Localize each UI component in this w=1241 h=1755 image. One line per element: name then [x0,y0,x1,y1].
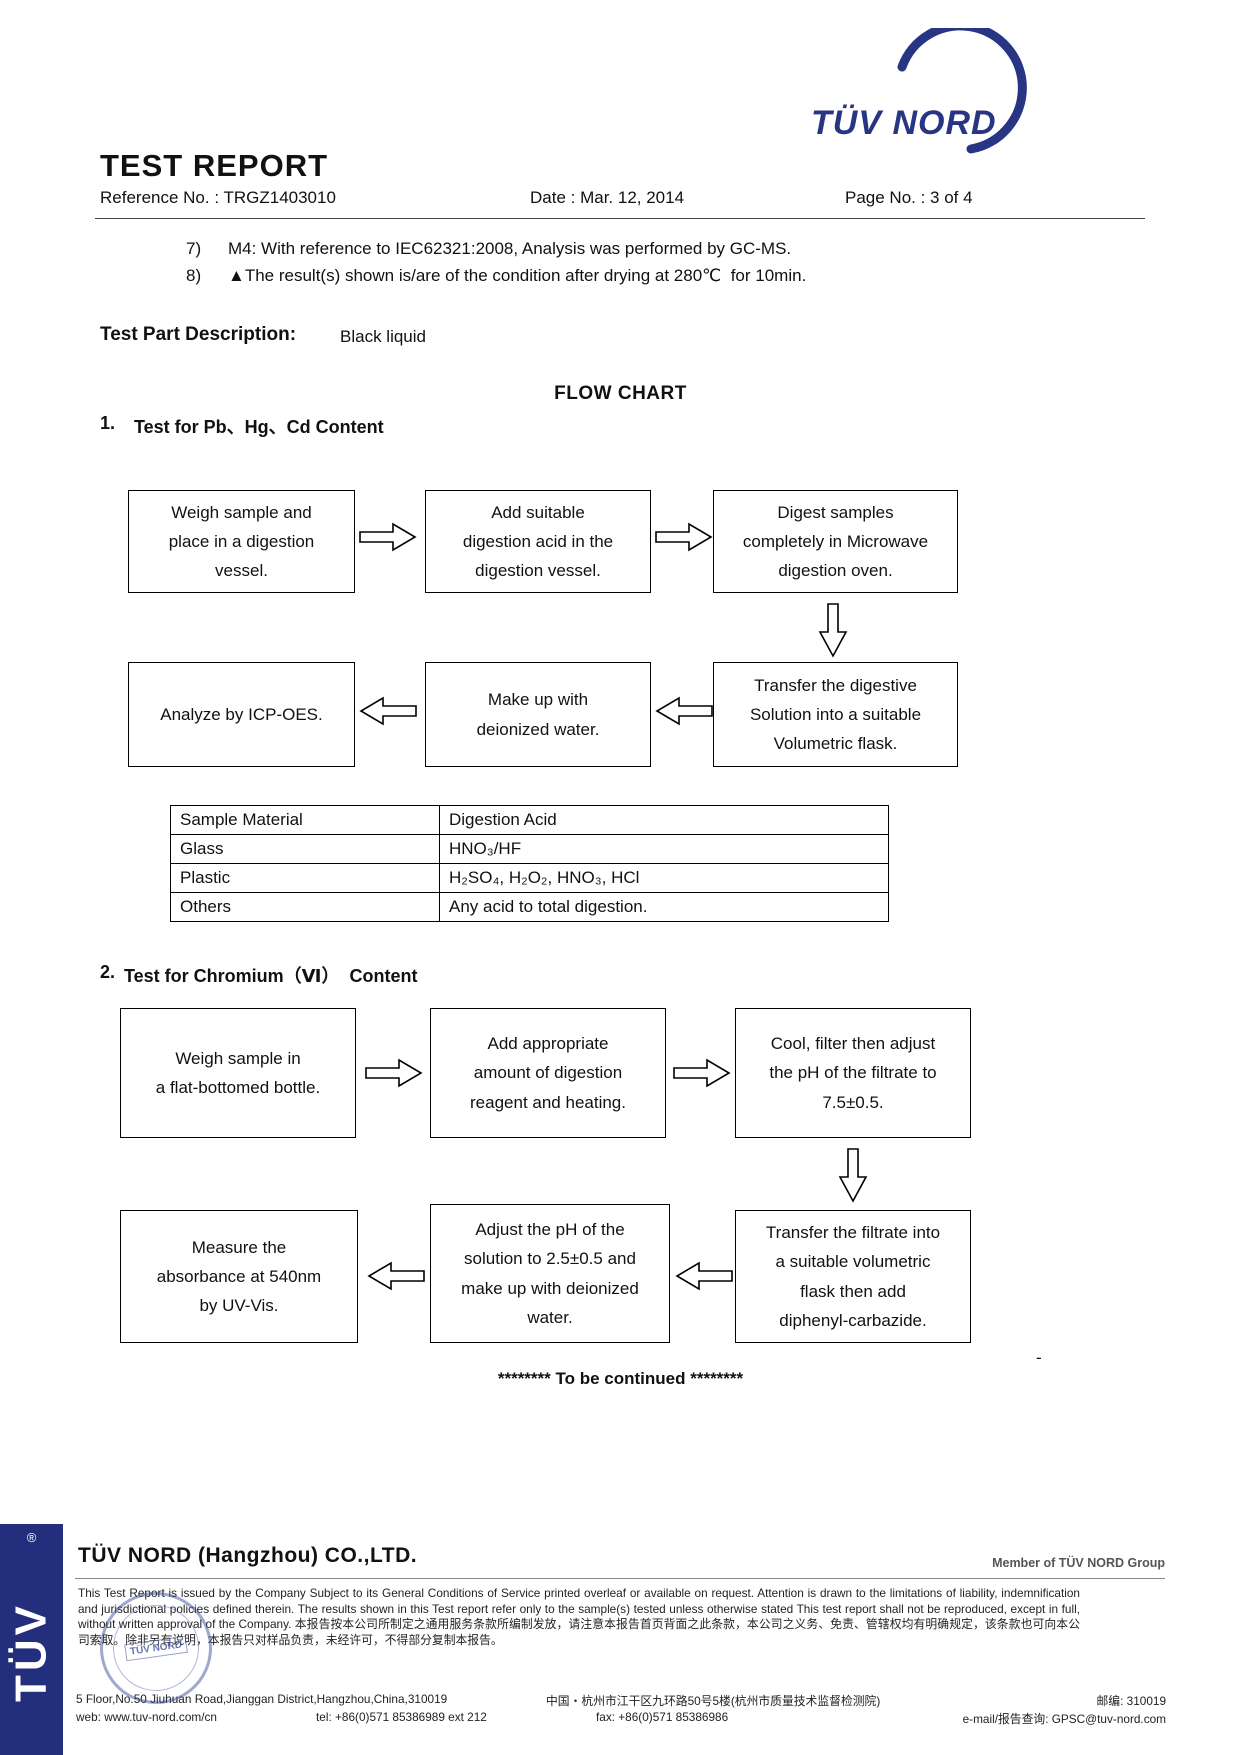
website-text: web: www.tuv-nord.com/cn [76,1710,217,1724]
flow1-box-analyze: Analyze by ICP-OES. [128,662,355,767]
flow2-box-weigh-sample: Weigh sample in a flat-bottomed bottle. [120,1008,356,1138]
table-row: Plastic H₂SO₄, H₂O₂, HNO₃, HCl [170,863,889,893]
legal-disclaimer-text: This Test Report is issued by the Compan… [78,1586,1080,1647]
table-row: Sample Material Digestion Acid [170,805,889,835]
table-cell: Plastic [170,863,440,893]
section1-title: Test for Pb、Hg、Cd Content [134,417,384,437]
arrow-right-icon [364,1058,424,1093]
telephone-text: tel: +86(0)571 85386989 ext 212 [316,1710,487,1724]
registered-trademark-symbol: ® [26,1530,37,1545]
note-8-text: ▲The result(s) shown is/are of the condi… [228,266,807,285]
flow1-box-make-up: Make up with deionized water. [425,662,651,767]
flow1-box-weigh-sample: Weigh sample and place in a digestion ve… [128,490,355,593]
table-cell: Glass [170,834,440,864]
arrow-down-icon [838,1147,868,1208]
arrow-down-icon [818,602,848,663]
flow-chart-heading: FLOW CHART [554,383,687,404]
reference-number: Reference No. : TRGZ1403010 [100,188,336,207]
stray-dash: - [1036,1348,1042,1367]
section1-number: 1. [100,413,116,433]
stamp-inner-circle: TÜV NORD [107,1599,205,1697]
postal-code: 邮编: 310019 [1096,1694,1166,1708]
address-chinese: 中国・杭州市江干区九环路50号5楼(杭州市质量技术监督检测院) [546,1694,881,1708]
page-number: Page No. : 3 of 4 [845,188,973,207]
member-of-group-text: Member of TÜV NORD Group [992,1556,1165,1570]
arrow-left-icon [366,1261,426,1296]
arrow-right-icon [358,522,418,557]
table-cell: H₂SO₄, H₂O₂, HNO₃, HCl [439,863,889,893]
email-text: e-mail/报告查询: GPSC@tuv-nord.com [962,1712,1166,1726]
footer-divider [75,1578,1165,1579]
to-be-continued-text: ******** To be continued ******** [497,1369,744,1388]
arrow-left-icon [358,696,418,731]
flow2-box-adjust-ph: Adjust the pH of the solution to 2.5±0.5… [430,1204,670,1343]
fax-text: fax: +86(0)571 85386986 [596,1710,729,1724]
digestion-acid-table: Sample Material Digestion Acid Glass HNO… [170,805,889,922]
arrow-left-icon [674,1261,734,1296]
address-english: 5 Floor,No.50 Jiuhuan Road,Jianggan Dist… [76,1692,448,1706]
table-cell: HNO₃/HF [439,834,889,864]
address-row-2: web: www.tuv-nord.com/cn tel: +86(0)571 … [76,1710,1166,1727]
table-header-sample-material: Sample Material [170,805,440,835]
section2-number: 2. [100,962,116,982]
arrow-right-icon [672,1058,732,1093]
note-8-number: 8) [186,266,202,285]
test-part-description-label: Test Part Description: [100,324,297,345]
table-cell: Any acid to total digestion. [439,892,889,922]
tuv-nord-logo: TÜV NORD [805,28,1045,168]
tuv-nord-arc-icon [897,28,1027,154]
section2-title: Test for Chromium（Ⅵ） Content [124,966,418,986]
table-cell: Others [170,892,440,922]
arrow-left-icon [654,696,714,731]
tuv-vertical-logo-text: TÜV [6,1602,56,1702]
flow2-box-cool-filter: Cool, filter then adjust the pH of the f… [735,1008,971,1138]
note-7-number: 7) [186,239,202,258]
tuv-nord-logo-text: TÜV NORD [811,104,997,142]
flow1-box-transfer: Transfer the digestive Solution into a s… [713,662,958,767]
tuv-vertical-logo: ® TÜV [0,1524,63,1755]
table-header-digestion-acid: Digestion Acid [439,805,889,835]
flow1-box-digest: Digest samples completely in Microwave d… [713,490,958,593]
flow2-box-transfer-filtrate: Transfer the filtrate into a suitable vo… [735,1210,971,1343]
arrow-right-icon [654,522,714,557]
table-row: Glass HNO₃/HF [170,834,889,864]
stamp-text: TÜV NORD [123,1635,188,1661]
flow2-box-add-reagent: Add appropriate amount of digestion reag… [430,1008,666,1138]
report-date: Date : Mar. 12, 2014 [530,188,685,207]
table-row: Others Any acid to total digestion. [170,892,889,922]
test-part-description-value: Black liquid [340,327,426,346]
company-name: TÜV NORD (Hangzhou) CO.,LTD. [78,1544,418,1567]
flow2-box-measure: Measure the absorbance at 540nm by UV-Vi… [120,1210,358,1343]
note-7-text: M4: With reference to IEC62321:2008, Ana… [228,239,792,258]
address-row-1: 5 Floor,No.50 Jiuhuan Road,Jianggan Dist… [76,1692,1166,1709]
page-title: TEST REPORT [100,148,329,183]
header-divider [95,218,1145,219]
flow1-box-add-acid: Add suitable digestion acid in the diges… [425,490,651,593]
